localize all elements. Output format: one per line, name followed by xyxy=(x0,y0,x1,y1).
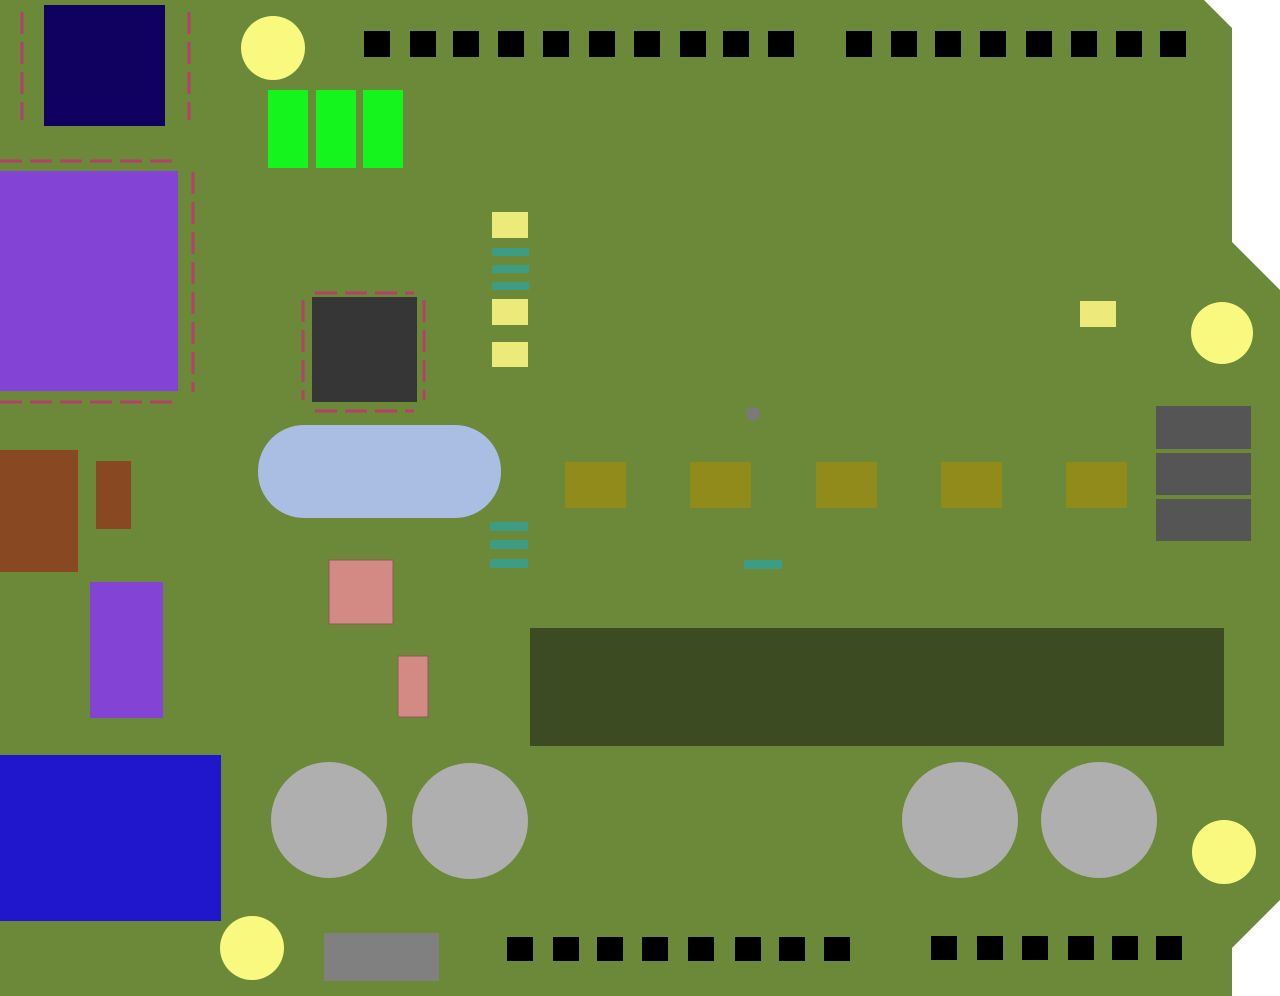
crystal-oscillator xyxy=(258,425,501,518)
bottom-header-right xyxy=(931,936,1182,960)
smd-led xyxy=(492,342,528,367)
bottom-header-left xyxy=(507,937,850,961)
pink-component xyxy=(328,559,394,625)
mounting-hole xyxy=(220,916,284,980)
green-led xyxy=(363,90,403,168)
smd-led xyxy=(492,299,528,325)
capacitor xyxy=(1041,762,1157,878)
mounting-hole xyxy=(1191,302,1253,364)
power-block xyxy=(0,171,178,391)
pink-component xyxy=(397,655,429,718)
icsp-block xyxy=(1156,453,1251,495)
capacitor xyxy=(412,763,528,879)
icsp-block xyxy=(1156,406,1251,449)
pad xyxy=(565,462,626,508)
gray-component xyxy=(324,933,439,981)
green-led xyxy=(268,90,308,168)
pad xyxy=(1066,462,1127,508)
microcontroller-chip xyxy=(312,297,417,402)
resistor xyxy=(490,559,528,568)
capacitor xyxy=(271,762,387,878)
resistor xyxy=(492,282,529,290)
resistor xyxy=(490,522,528,531)
brown-component xyxy=(0,450,78,572)
tiny-component xyxy=(746,407,760,421)
icsp-block xyxy=(1156,499,1251,541)
green-led xyxy=(316,90,356,168)
resistor xyxy=(744,560,782,569)
mounting-hole xyxy=(1192,820,1256,884)
pad xyxy=(941,462,1002,508)
resistor xyxy=(492,265,529,273)
purple-component xyxy=(90,582,163,718)
power-jack xyxy=(0,755,221,921)
usb-connector xyxy=(44,5,165,126)
brown-component xyxy=(96,461,131,529)
top-header-left xyxy=(364,31,794,57)
pad xyxy=(690,462,751,508)
mounting-hole xyxy=(241,16,305,80)
chip-socket xyxy=(530,628,1224,746)
smd-led xyxy=(1080,301,1116,327)
capacitor xyxy=(902,762,1018,878)
top-header-right xyxy=(846,31,1186,57)
resistor xyxy=(490,540,528,549)
pad xyxy=(816,462,877,508)
resistor xyxy=(492,248,529,256)
smd-led xyxy=(492,212,528,238)
